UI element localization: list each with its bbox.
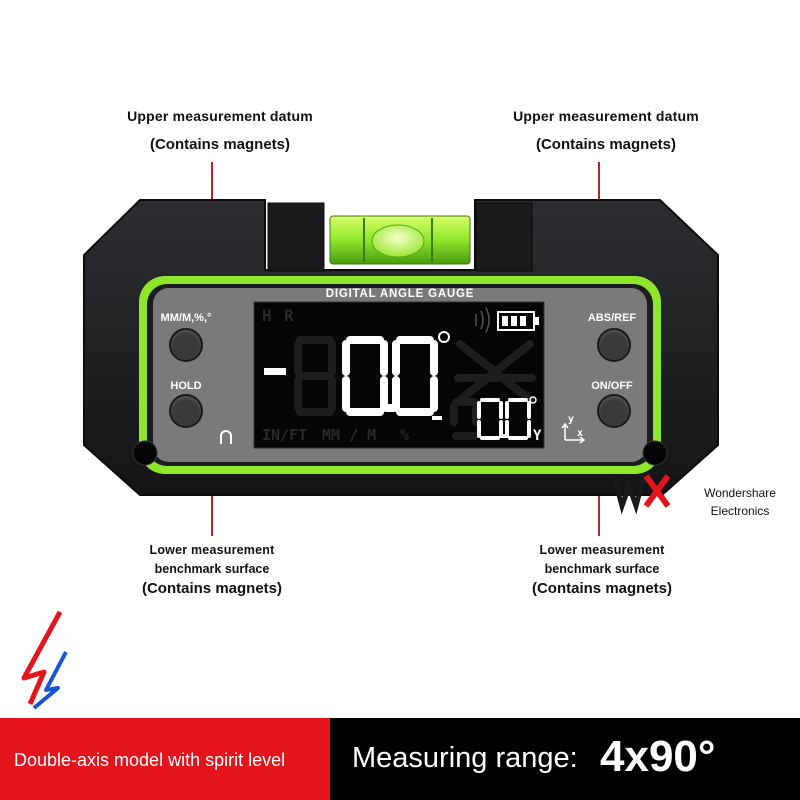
- battery-icon: [497, 311, 535, 331]
- leader-line-upper-right: [598, 162, 600, 204]
- watermark-line-2: Electronics: [710, 504, 770, 518]
- lcd-axis-y-label: y: [568, 414, 575, 425]
- lcd-ghost-segments: [294, 336, 536, 440]
- sound-icon: [475, 307, 490, 333]
- callout-label: Lower measurement: [539, 543, 665, 557]
- callout-lower-right: Lower measurement benchmark surface (Con…: [500, 540, 704, 597]
- lcd-secondary-sign: [432, 416, 442, 420]
- axis-icon: [561, 422, 586, 444]
- callout-upper-left: Upper measurement datum (Contains magnet…: [110, 108, 330, 153]
- banner-right: [330, 718, 800, 800]
- mounting-hole-left: [132, 440, 158, 466]
- callout-label-2: benchmark surface: [544, 562, 660, 576]
- banner-range-value: 4x90°: [600, 732, 716, 781]
- callout-label-2: benchmark surface: [154, 562, 270, 576]
- lcd-unit-in-ft: IN/FT: [262, 426, 308, 444]
- lcd-secondary-digits: [477, 398, 531, 440]
- mounting-hole-right: [642, 440, 668, 466]
- spirit-level-bubble: [371, 224, 425, 258]
- callout-label: Lower measurement: [149, 543, 275, 557]
- watermark-line-1: Wondershare: [704, 486, 776, 500]
- on-off-button-label: ON/OFF: [591, 380, 633, 392]
- lcd-hold-indicator: H: [262, 306, 272, 325]
- watermark-text: Wondershare Electronics: [700, 484, 780, 520]
- units-button[interactable]: [169, 328, 203, 362]
- lcd-secondary-degree: [529, 396, 537, 404]
- wx-logo: [611, 474, 671, 515]
- lcd-main-digits: [342, 336, 438, 416]
- abs-ref-button[interactable]: [597, 328, 631, 362]
- lcd-ref-indicator: R: [284, 306, 294, 325]
- feature-banner: [0, 718, 800, 800]
- units-button-label: MM/M,%,°: [160, 312, 212, 324]
- leader-line-lower-left: [211, 492, 213, 536]
- lcd-secondary-axis: Y: [533, 428, 542, 444]
- leader-line-upper-left: [211, 162, 213, 204]
- lcd-main-dot: [386, 404, 394, 412]
- callout-upper-right: Upper measurement datum (Contains magnet…: [496, 108, 716, 153]
- leader-line-lower-right: [598, 492, 600, 536]
- lcd-unit-percent: %: [400, 426, 410, 444]
- lcd-main-sign: [264, 368, 286, 375]
- magnet-icon: [220, 430, 232, 444]
- callout-sublabel: (Contains magnets): [149, 136, 290, 153]
- banner-right-text: Measuring range:: [352, 742, 578, 774]
- callout-sublabel: (Contains magnets): [535, 136, 676, 153]
- on-off-button[interactable]: [597, 394, 631, 428]
- lcd-unit-mm-m: MM / M: [322, 426, 377, 444]
- banner-left-text: Double-axis model with spirit level: [14, 750, 286, 770]
- screen-title: DIGITAL ANGLE GAUGE: [325, 288, 475, 300]
- banner-left: [0, 718, 330, 800]
- callout-sublabel: (Contains magnets): [531, 580, 672, 597]
- callout-sublabel: (Contains magnets): [141, 580, 282, 597]
- upper-datum-left: [267, 202, 325, 272]
- lcd-axis-x-label: x: [577, 428, 584, 439]
- callout-label: Upper measurement datum: [127, 108, 313, 124]
- hold-button[interactable]: [169, 394, 203, 428]
- hold-button-label: HOLD: [170, 380, 202, 392]
- upper-datum-right: [475, 202, 533, 272]
- callout-lower-left: Lower measurement benchmark surface (Con…: [110, 540, 314, 597]
- lcd-main-degree: [438, 331, 450, 343]
- lightning-logo: [21, 610, 68, 710]
- abs-ref-button-label: ABS/REF: [587, 312, 637, 324]
- callout-label: Upper measurement datum: [513, 108, 699, 124]
